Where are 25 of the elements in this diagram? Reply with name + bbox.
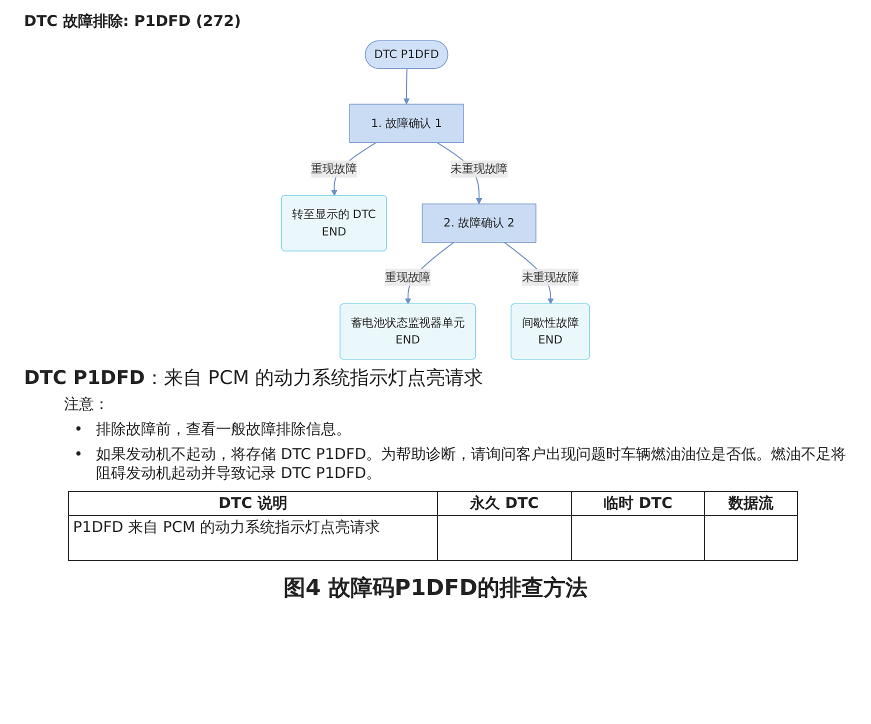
edge-label: 未重现故障 — [450, 160, 508, 178]
end-box: 间歇性故障 END — [510, 303, 590, 360]
header-cell: 数据流 — [704, 492, 798, 516]
figure-caption: 图4 故障码P1DFD的排查方法 — [282, 574, 588, 603]
start-terminal: DTC P1DFD — [364, 40, 448, 69]
process-box: 2. 故障确认 2 — [422, 204, 536, 243]
edge-label: 重现故障 — [384, 268, 431, 286]
header-cell: 临时 DTC — [571, 492, 705, 516]
header-cell: DTC 说明 — [68, 492, 438, 516]
bullet-text: 如果发动机不起动，将存储 DTC P1DFD。为帮助诊断，请询问客户出现问题时车辆燃油油位是否低。燃油不足将阻碍发动机起动并导致记录 DTC P1DFD。 — [96, 445, 847, 483]
heading-text: ：来自 PCM 的动力系统指示灯点亮请求 — [144, 367, 484, 389]
end-box: 转至显示的 DTC END — [281, 195, 387, 252]
section-heading: DTC P1DFD — [24, 367, 145, 389]
process-box: 1. 故障确认 1 — [349, 104, 464, 143]
note-label: 注意： — [64, 395, 110, 414]
table-cell: P1DFD 来自 PCM 的动力系统指示灯点亮请求 — [68, 516, 438, 560]
end-box: 蓄电池状态监视器单元 END — [340, 303, 476, 360]
bullet-mark: • — [74, 420, 84, 439]
arrow — [403, 68, 410, 104]
diagram-title: DTC 故障排除: P1DFD (272) — [24, 12, 242, 31]
edge-label: 未重现故障 — [522, 268, 579, 286]
header-cell: 永久 DTC — [438, 492, 572, 516]
bullet-mark: • — [74, 445, 84, 465]
bullet-text: 排除故障前，查看一般故障排除信息。 — [96, 420, 351, 439]
edge-label: 重现故障 — [311, 160, 357, 178]
